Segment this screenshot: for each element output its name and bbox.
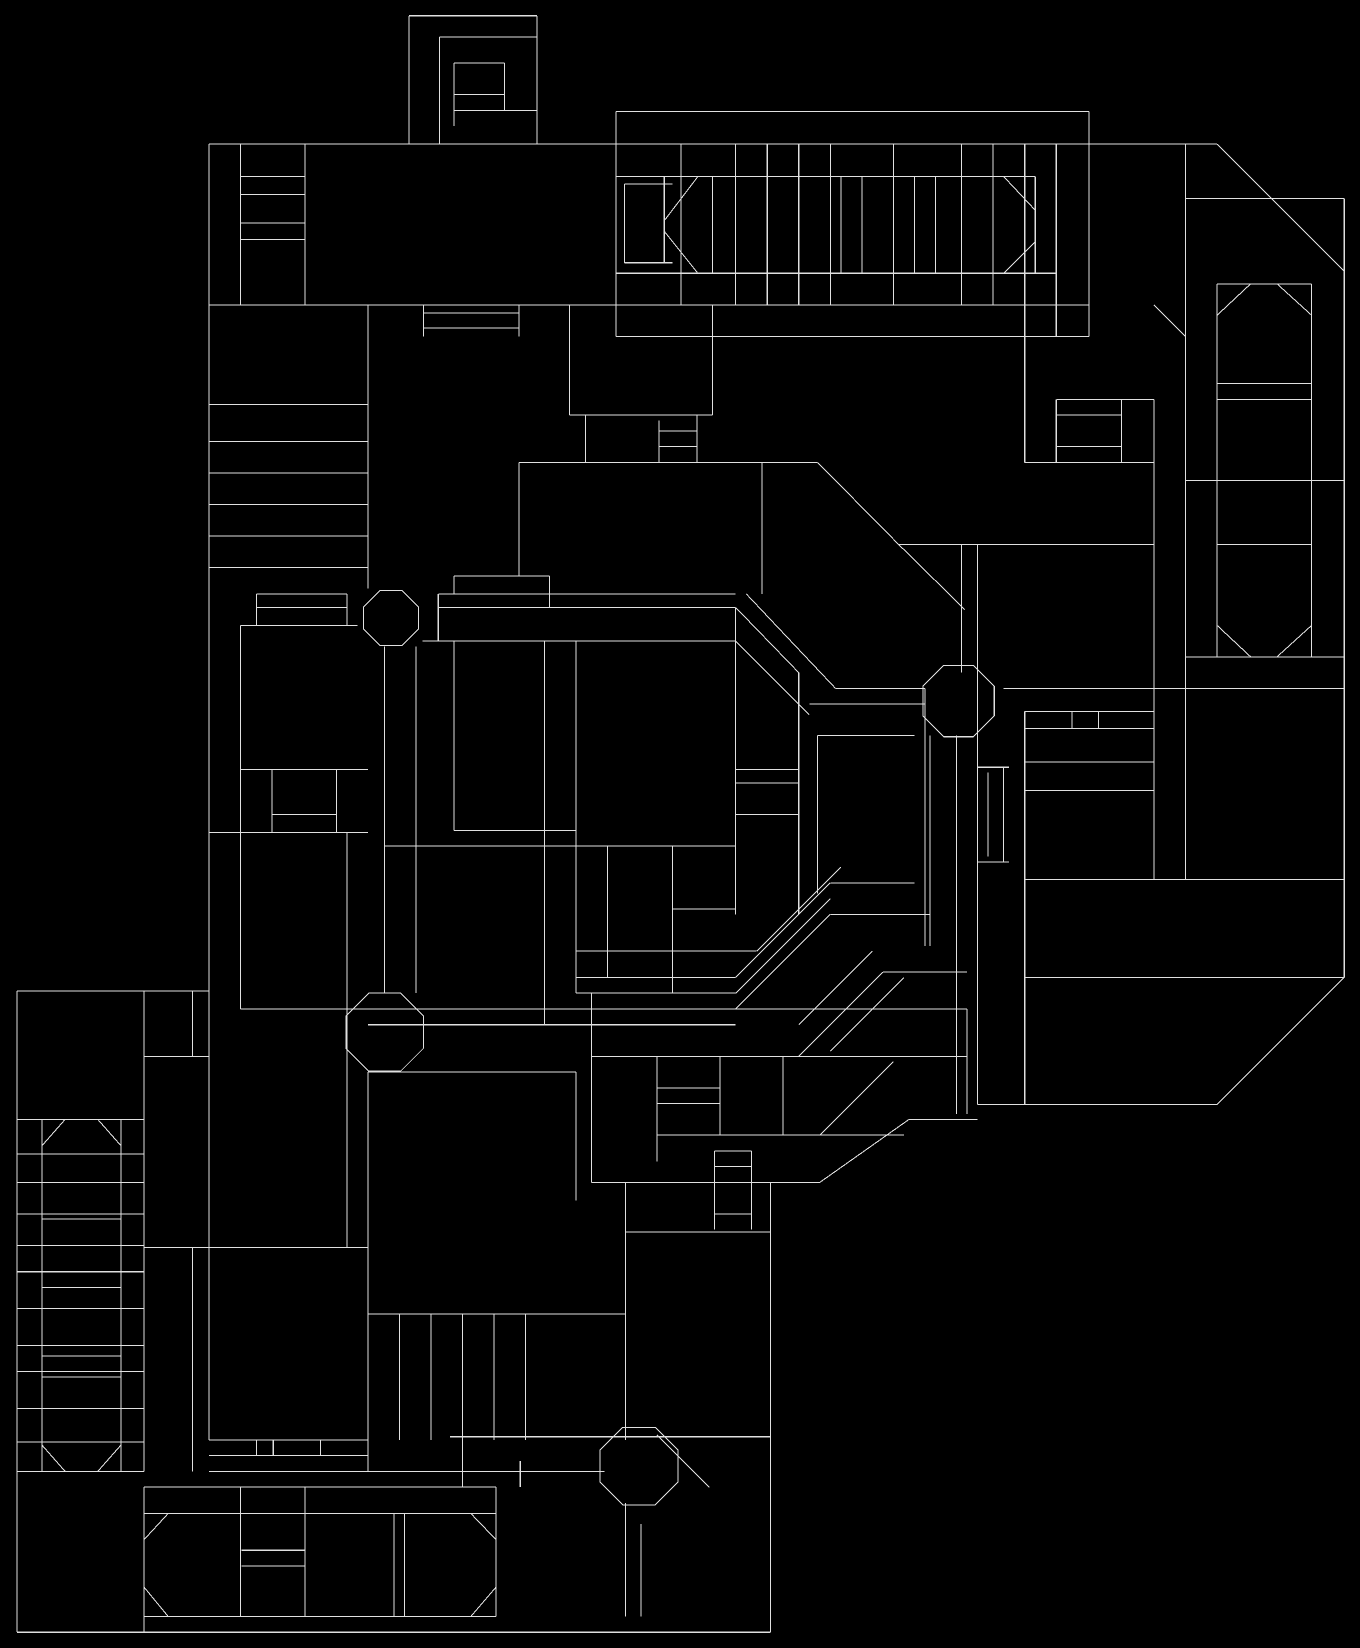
wall-line	[143, 1586, 169, 1617]
wall-line	[470, 1586, 497, 1617]
wall-line	[735, 914, 831, 1010]
wall-line	[1153, 304, 1186, 337]
wall-line	[1216, 977, 1345, 1105]
wall-line	[735, 607, 800, 674]
wall-line	[756, 866, 842, 952]
wall-line	[663, 230, 699, 274]
octagonal-room	[922, 664, 995, 738]
wall-line	[735, 898, 831, 994]
wall-line	[1216, 624, 1252, 658]
wall-line	[735, 882, 831, 978]
wall-line	[1276, 283, 1313, 316]
wall-line	[798, 971, 884, 1057]
wall-line	[656, 1434, 710, 1488]
wall-line	[819, 1061, 894, 1136]
wall-line	[1216, 283, 1252, 316]
wall-line	[1216, 143, 1345, 272]
wall-line	[41, 1118, 66, 1146]
wall-line	[97, 1118, 122, 1146]
wall-line	[97, 1444, 122, 1472]
wall-line	[663, 176, 699, 222]
wall-line	[829, 977, 905, 1052]
wall-line	[745, 593, 836, 689]
wall-line	[1003, 176, 1036, 211]
wall-line	[143, 1513, 169, 1541]
wall-line	[470, 1513, 497, 1541]
map-walls	[16, 15, 1345, 1633]
wall-line	[798, 950, 873, 1026]
wall-line	[1003, 241, 1036, 274]
wall-line	[819, 1118, 910, 1183]
wall-line	[898, 544, 966, 610]
wall-line	[1276, 624, 1313, 658]
wall-line	[41, 1444, 66, 1472]
wall-line	[817, 462, 899, 545]
octagonal-room	[599, 1426, 679, 1506]
wall-line	[735, 640, 810, 716]
octagonal-room	[345, 992, 425, 1072]
octagonal-room	[363, 590, 419, 646]
